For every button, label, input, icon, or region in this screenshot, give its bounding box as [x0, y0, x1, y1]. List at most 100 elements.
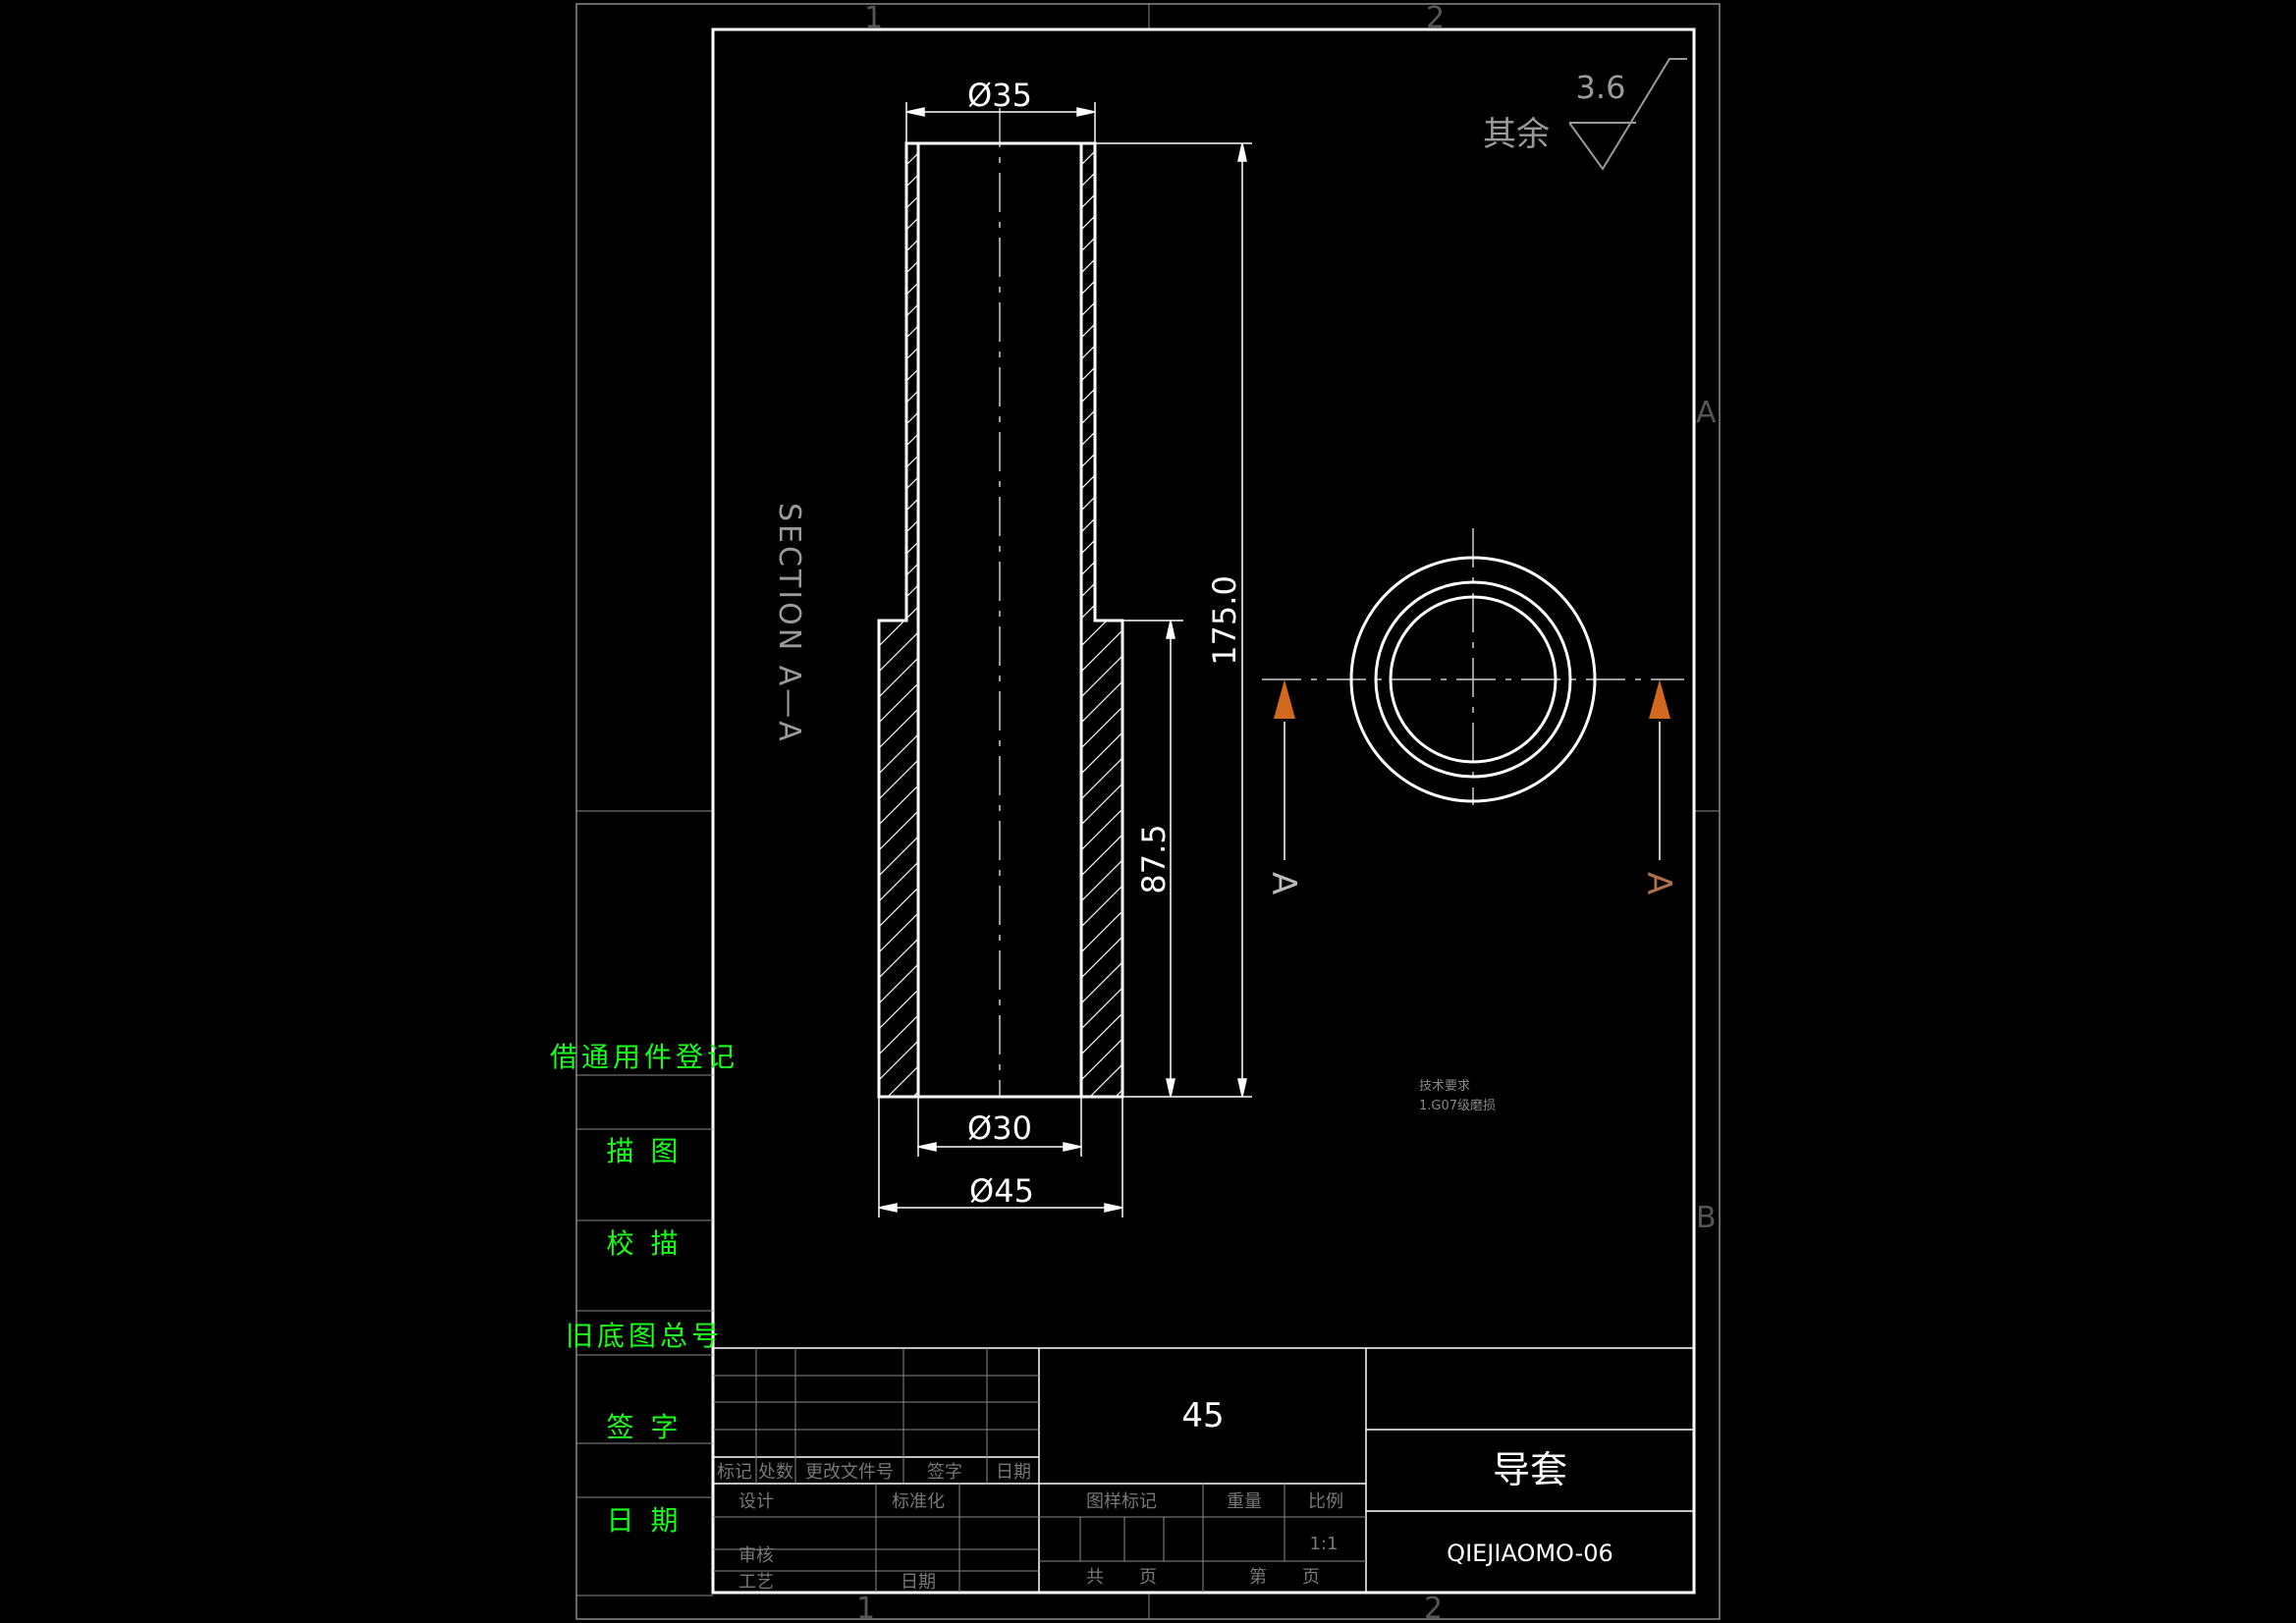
title-block-fine-grid: [713, 1348, 1366, 1593]
tb-date: 日期: [901, 1572, 936, 1593]
dim-lower-length: [1122, 620, 1183, 1098]
dim-bore-diameter: [917, 1097, 1082, 1157]
hatch-line: [1081, 582, 1095, 598]
hatch-line: [1081, 1012, 1122, 1055]
hatch-line: [1089, 1063, 1122, 1097]
end-view: [1262, 528, 1684, 805]
grid-label-top-2: 2: [1426, 1, 1445, 35]
tb-scale-value: 1:1: [1310, 1534, 1339, 1554]
tb-scale-label: 比例: [1308, 1491, 1343, 1512]
tech-requirements-line-1: 1.G07级磨损: [1419, 1099, 1496, 1113]
dim-top-diameter-text: Ø35: [967, 77, 1032, 114]
hatch-line: [879, 836, 918, 877]
part-name: 导套: [1493, 1448, 1567, 1491]
hatch-line: [1081, 409, 1095, 425]
drawing-number: QIEJIAOMO-06: [1447, 1540, 1613, 1567]
end-view-outer-circle: [1349, 556, 1597, 803]
tech-requirements-title: 技术要求: [1419, 1079, 1470, 1094]
hatch-line: [906, 347, 918, 360]
hatch-line: [906, 325, 918, 339]
cut-mark-right: A: [1639, 872, 1678, 894]
hatch-line: [879, 1040, 918, 1081]
dim-bore-diameter-text: Ø30: [967, 1109, 1032, 1147]
tb-process: 工艺: [738, 1572, 774, 1593]
title-block: [713, 1347, 1694, 1593]
hatch-line: [1081, 150, 1095, 166]
hatch-line: [1081, 1115, 1122, 1157]
hatch-line: [906, 143, 907, 144]
cut-arrow-left: [1274, 679, 1295, 860]
hatch-line: [1081, 910, 1122, 953]
tb-total-sheets: 共 页: [1086, 1567, 1157, 1588]
hatch-line: [887, 1065, 918, 1097]
section-view: [877, 108, 1124, 1157]
hatch-line: [1081, 757, 1122, 800]
hatch-line: [1081, 388, 1095, 404]
hatch-line: [879, 1117, 918, 1157]
tb-design: 设计: [738, 1491, 774, 1512]
hatch-line: [1081, 431, 1095, 447]
hatch-line: [906, 411, 918, 425]
hatch-line: [906, 476, 918, 490]
hatch-line: [906, 282, 918, 296]
hatch-line: [1081, 604, 1095, 620]
grid-label-top-1: 1: [864, 1, 883, 35]
hatch-line: [1081, 453, 1095, 468]
hatch-line: [1081, 626, 1095, 640]
dim-overall-length-text: 175.0: [1206, 575, 1243, 666]
hatch-line: [1081, 474, 1095, 490]
tb-sheet-no: 第 页: [1249, 1567, 1320, 1588]
hatch-line: [906, 368, 918, 382]
hatch-line: [1081, 561, 1095, 576]
hatch-line: [1081, 621, 1108, 647]
dim-overall-length: [1095, 142, 1252, 1098]
section-label: SECTION A—A: [772, 503, 806, 744]
hatch-line: [906, 195, 918, 209]
hatch-right-lower: [1081, 621, 1122, 1157]
hatch-line: [1081, 936, 1122, 979]
tb-pattern-mark: 图样标记: [1086, 1491, 1157, 1512]
hatch-line: [1081, 280, 1095, 296]
hatch-line: [879, 733, 918, 775]
label-signature: 签 字: [607, 1411, 683, 1443]
grid-label-right-a: A: [1696, 396, 1717, 430]
cut-mark-left: A: [1264, 872, 1303, 894]
hatch-line: [1081, 731, 1122, 775]
hatch-line: [1081, 680, 1122, 724]
grid-label-right-b: B: [1696, 1201, 1717, 1235]
grid-label-bottom-1: 1: [856, 1592, 875, 1623]
hatch-line: [1081, 987, 1122, 1030]
tb-header-count: 处数: [758, 1462, 793, 1483]
hatch-line: [1081, 655, 1122, 698]
hatch-right-upper: [1081, 143, 1095, 640]
tb-standardization: 标准化: [892, 1491, 945, 1512]
label-borrowed-parts: 借通用件登记: [550, 1041, 738, 1073]
tb-header-mark: 标记: [717, 1462, 752, 1483]
hatch-line: [906, 606, 918, 620]
hatch-line: [906, 563, 918, 576]
hatch-line: [906, 303, 918, 317]
hatch-line: [906, 519, 918, 533]
hatch-line: [906, 455, 918, 468]
roughness-value: 3.6: [1576, 69, 1626, 106]
hatch-line: [906, 584, 918, 598]
cut-arrow-right: [1649, 679, 1670, 860]
hatch-line: [879, 759, 918, 800]
tb-header-date: 日期: [996, 1462, 1031, 1483]
hatch-line: [879, 682, 918, 724]
hatch-line: [1081, 808, 1122, 851]
hatch-line: [906, 541, 918, 555]
hatch-line: [1081, 539, 1095, 555]
hatch-line: [1081, 621, 1082, 622]
hatch-line: [1081, 629, 1122, 673]
hatch-line: [1081, 517, 1095, 533]
drawing-frame: [711, 27, 1696, 1595]
end-view-bore-circle: [1389, 595, 1558, 764]
hatch-line: [1081, 345, 1095, 360]
dim-lower-length-text: 87.5: [1135, 824, 1173, 893]
hatch-line: [1081, 961, 1122, 1004]
hatch-line: [879, 938, 918, 979]
hatch-line: [879, 631, 918, 673]
hatch-line: [1081, 496, 1095, 512]
